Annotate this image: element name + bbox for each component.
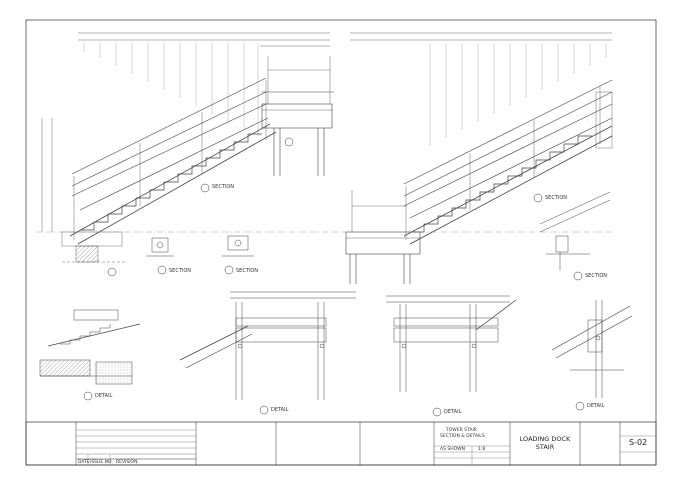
left-stair-section xyxy=(36,32,340,263)
detail-title: DETAIL xyxy=(444,409,462,415)
detail-title: DETAIL xyxy=(95,393,113,399)
drawing-title-line-1: TOWER STAIR xyxy=(446,428,477,433)
title-block xyxy=(25,421,657,466)
revision-description-header: REVISION xyxy=(116,460,138,465)
section-title: SECTION xyxy=(169,268,192,274)
section-title: SECTION xyxy=(545,195,568,201)
section-callout-marker xyxy=(200,183,210,193)
section-stringer-connection xyxy=(539,191,611,270)
section-title: SECTION xyxy=(236,268,259,274)
detail-1-drawing xyxy=(39,309,141,385)
grid-bubble xyxy=(284,137,294,147)
detail-2-drawing xyxy=(179,291,356,400)
section-baseplate xyxy=(222,235,254,257)
section-column-base xyxy=(146,237,174,257)
section-title: SECTION xyxy=(585,273,608,279)
project-title-line-2: STAIR xyxy=(535,443,555,451)
drawn-by-value: AS SHOWN xyxy=(440,447,465,452)
drawing-title-line-2: SECTION & DETAILS xyxy=(440,434,485,439)
section-title: SECTION xyxy=(212,184,235,190)
revision-issue-header: ISSUE NO. xyxy=(90,460,113,465)
detail-4-drawing xyxy=(551,300,633,398)
detail-title: DETAIL xyxy=(587,403,605,409)
scale-value: 1:8 xyxy=(478,447,486,452)
sheet-number: S-02 xyxy=(629,438,648,447)
sheet-border xyxy=(25,19,657,466)
right-stair-section xyxy=(342,32,613,284)
revision-date-header: DATE xyxy=(78,460,90,465)
project-title-line-1: LOADING DOCK xyxy=(519,435,571,443)
grid-bubble xyxy=(107,267,117,277)
detail-title: DETAIL xyxy=(271,407,289,413)
section-callout-marker xyxy=(533,193,543,203)
detail-3-drawing xyxy=(386,295,517,392)
